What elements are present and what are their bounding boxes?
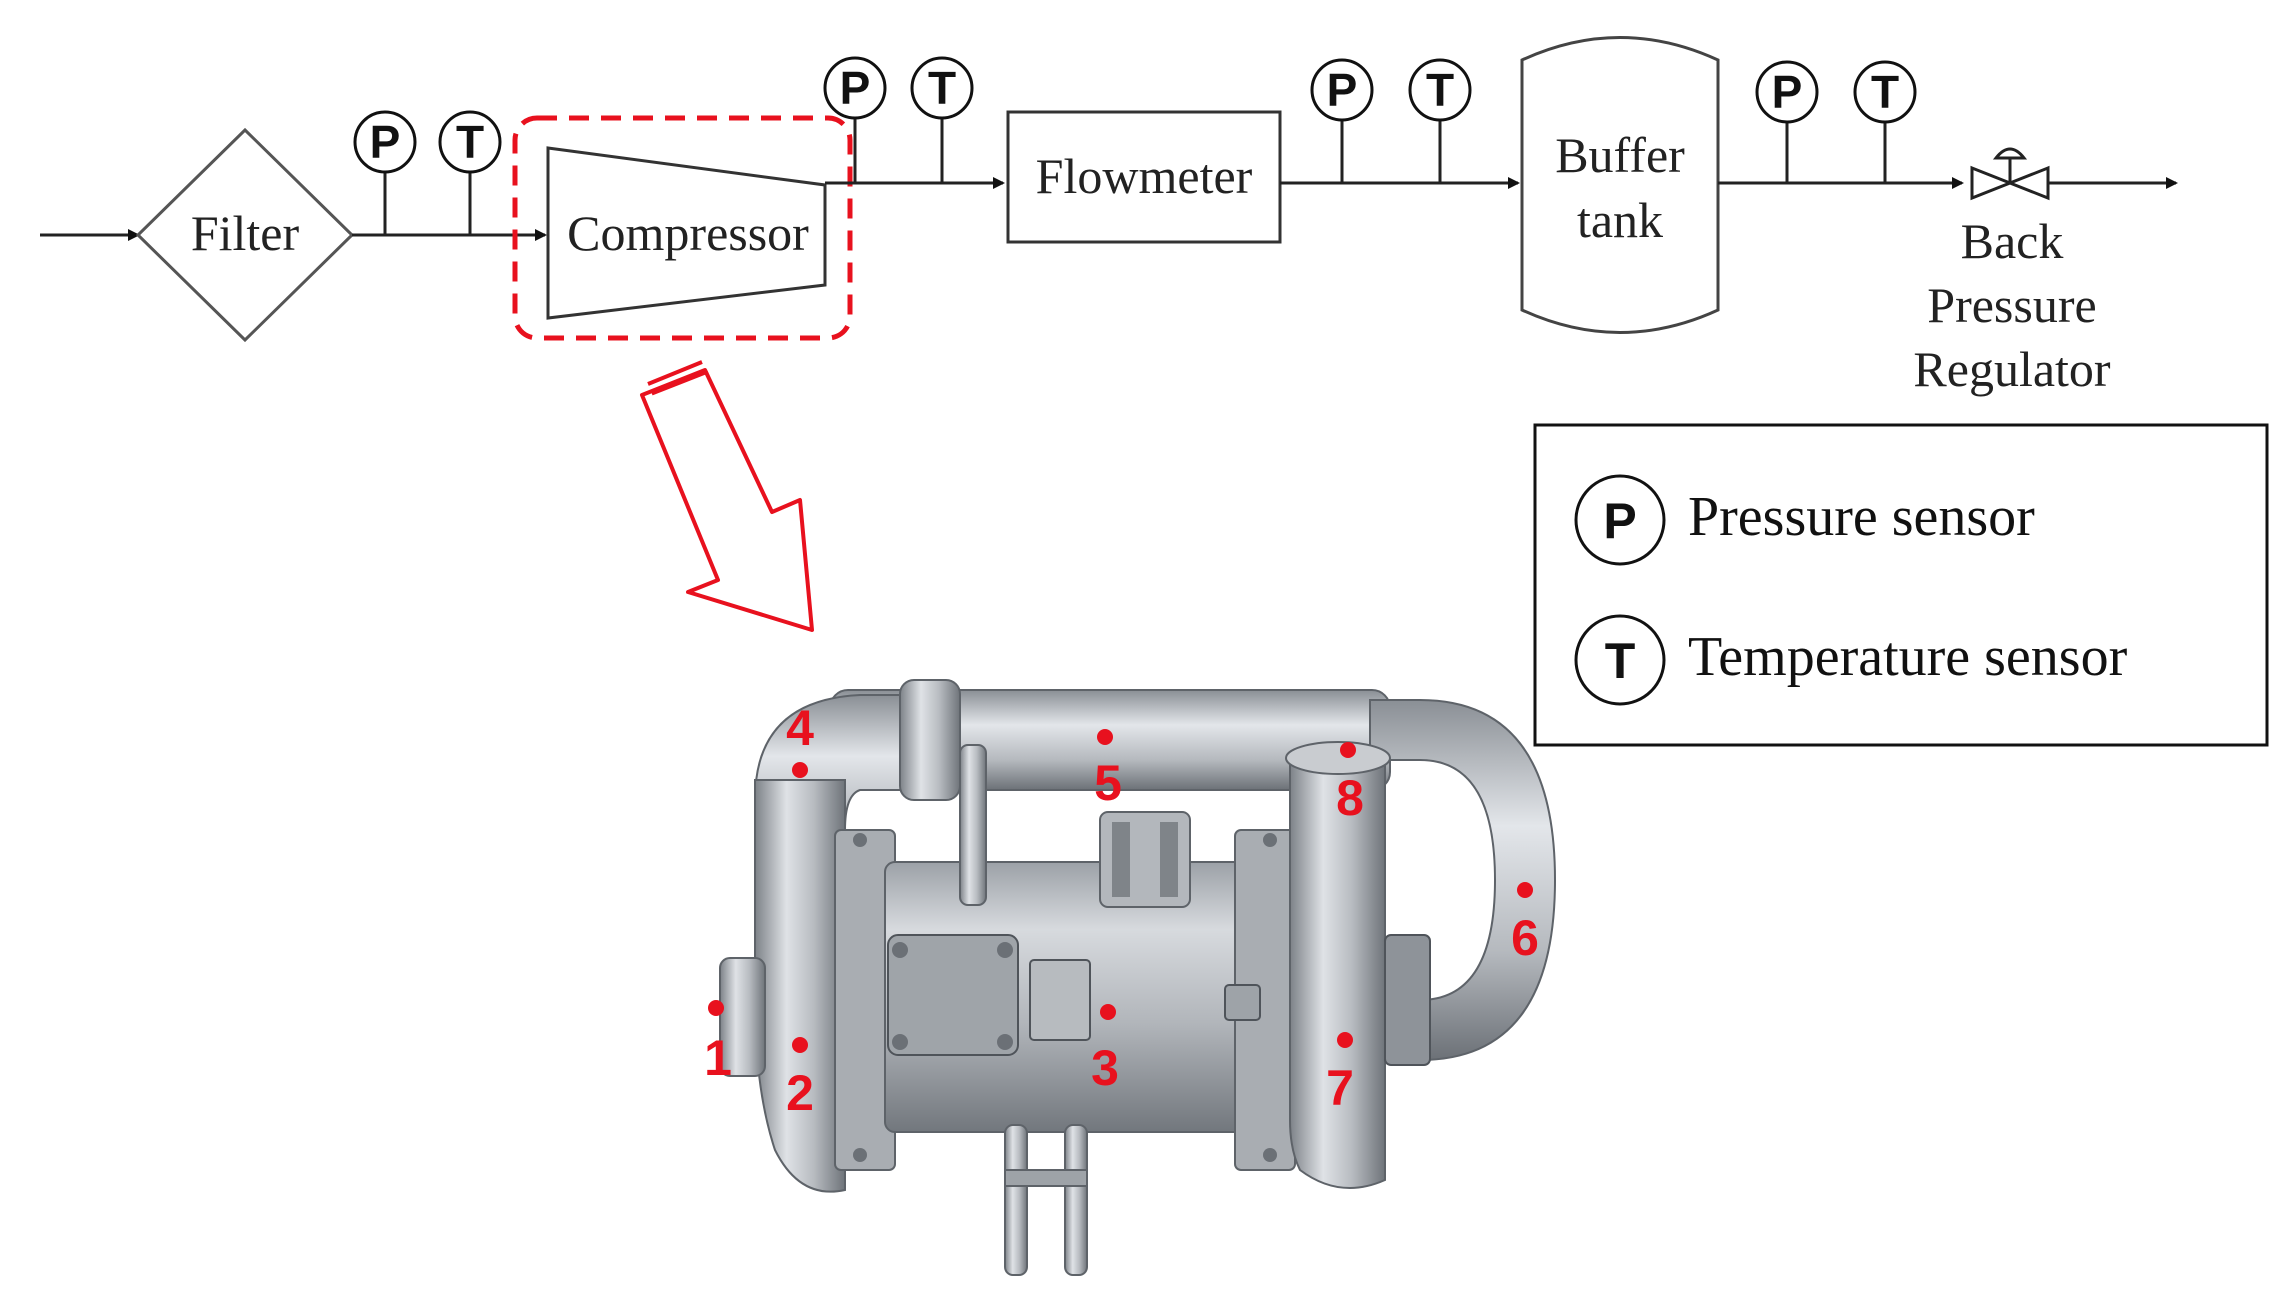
point-marker-2 xyxy=(792,1037,808,1053)
svg-text:T: T xyxy=(456,116,484,168)
compressor-highlight-box xyxy=(512,115,853,341)
temperature-sensor-4: T xyxy=(1853,60,1917,124)
pressure-sensor-3: P xyxy=(1310,58,1374,122)
junction-box xyxy=(887,934,1019,1056)
point-marker-8 xyxy=(1340,742,1356,758)
point-label-8: 8 xyxy=(1336,770,1364,826)
svg-text:P: P xyxy=(840,62,871,114)
legend-pressure: P Pressure sensor xyxy=(1574,474,2035,566)
buffer-tank-shape xyxy=(1520,36,1720,334)
valve-icon xyxy=(1970,147,2050,201)
bottom-leg-left xyxy=(1004,1124,1028,1276)
regulator-label-line1: Back xyxy=(1961,213,2064,269)
left-volute xyxy=(754,779,846,1193)
filter-label: Filter xyxy=(191,205,300,261)
temperature-sensor-1: T xyxy=(438,110,502,174)
buffer-tank-label-line2: tank xyxy=(1577,192,1663,248)
legend: P Pressure sensor T Temperature sensor xyxy=(1533,423,2269,747)
connector-block xyxy=(1029,959,1091,1041)
top-flange xyxy=(899,679,961,801)
legend-temperature: T Temperature sensor xyxy=(1574,614,2128,706)
svg-text:P: P xyxy=(1327,64,1358,116)
compressor: Compressor xyxy=(546,146,827,320)
zoom-arrow xyxy=(640,360,814,632)
clamp xyxy=(1384,934,1431,1066)
svg-text:T: T xyxy=(928,62,956,114)
pressure-sensor-4: P xyxy=(1755,60,1819,124)
regulator-label-line2: Pressure xyxy=(1927,277,2096,333)
measurement-points: 1 2 3 4 5 6 7 8 xyxy=(704,700,1539,1121)
filter-shape xyxy=(135,127,355,343)
point-marker-4 xyxy=(792,762,808,778)
vent-pipe xyxy=(959,744,987,906)
buffer-tank-label-line1: Buffer xyxy=(1555,127,1685,183)
svg-text:T: T xyxy=(1871,66,1899,118)
legend-temperature-label: Temperature sensor xyxy=(1688,626,2128,688)
point-marker-5 xyxy=(1097,729,1113,745)
point-label-3: 3 xyxy=(1091,1040,1119,1096)
right-volute xyxy=(1289,759,1386,1189)
pressure-sensor-2: P xyxy=(823,56,887,120)
regulator-label-line3: Regulator xyxy=(1913,341,2111,397)
point-marker-1 xyxy=(708,1000,724,1016)
point-label-5: 5 xyxy=(1094,755,1122,811)
back-pressure-regulator: Back Pressure Regulator xyxy=(1913,147,2111,397)
flowmeter: Flowmeter xyxy=(1006,110,1282,244)
filter: Filter xyxy=(135,127,355,343)
legend-box xyxy=(1533,423,2269,747)
compressor-label: Compressor xyxy=(567,205,809,261)
point-label-7: 7 xyxy=(1326,1060,1354,1116)
point-marker-7 xyxy=(1337,1032,1353,1048)
point-marker-3 xyxy=(1100,1004,1116,1020)
svg-text:P: P xyxy=(1772,66,1803,118)
compressor-shape xyxy=(546,146,827,320)
right-volute-ring xyxy=(1285,741,1391,775)
flowmeter-shape xyxy=(1006,110,1282,244)
svg-text:P: P xyxy=(1603,493,1636,549)
point-label-4: 4 xyxy=(786,700,814,756)
point-label-2: 2 xyxy=(786,1065,814,1121)
svg-text:T: T xyxy=(1605,633,1636,689)
buffer-tank: Buffer tank xyxy=(1520,36,1720,334)
compressor-3d-model xyxy=(719,679,1557,1276)
svg-text:P: P xyxy=(370,116,401,168)
point-label-6: 6 xyxy=(1511,910,1539,966)
pressure-sensor-1: P xyxy=(353,110,417,174)
point-label-1: 1 xyxy=(704,1030,732,1086)
legend-pressure-label: Pressure sensor xyxy=(1688,486,2035,548)
temperature-sensor-2: T xyxy=(910,56,974,120)
flowmeter-label: Flowmeter xyxy=(1036,148,1253,204)
svg-text:T: T xyxy=(1426,64,1454,116)
bottom-leg-right xyxy=(1064,1124,1088,1276)
inlet-nozzle xyxy=(719,957,766,1077)
point-marker-6 xyxy=(1517,882,1533,898)
body-nut xyxy=(1224,984,1261,1021)
temperature-sensor-3: T xyxy=(1408,58,1472,122)
